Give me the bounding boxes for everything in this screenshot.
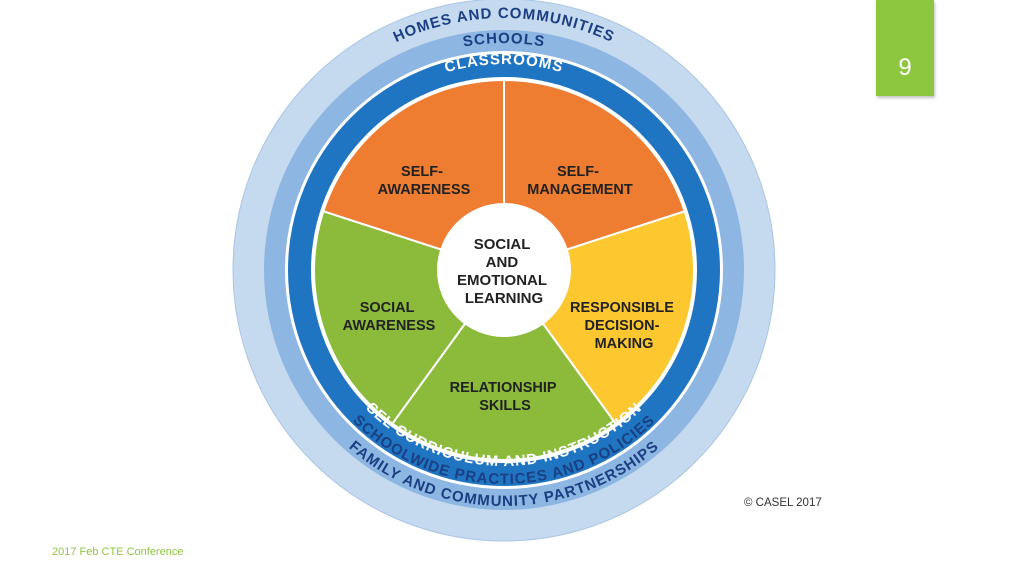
segment-label-social-awareness: SOCIAL AWARENESS (343, 300, 436, 334)
copyright-notice: © CASEL 2017 (744, 497, 822, 509)
segment-label-self-awareness: SELF- AWARENESS (378, 164, 471, 198)
segment-label-relationship-skills: RELATIONSHIP SKILLS (450, 380, 561, 414)
segment-label-responsible-decision-making: RESPONSIBLE DECISION- MAKING (570, 300, 678, 352)
page-number: 9 (898, 54, 912, 81)
center-label-sel: SOCIAL AND EMOTIONAL LEARNING (457, 236, 551, 307)
ring-label-schools: SCHOOLS (462, 30, 547, 51)
segment-relationship-skills (390, 268, 618, 461)
footer-conference-label: 2017 Feb CTE Conference (52, 546, 184, 558)
center-circle (437, 203, 571, 337)
page-number-badge: 9 (876, 0, 934, 96)
segment-label-self-management: SELF- MANAGEMENT (527, 164, 633, 198)
